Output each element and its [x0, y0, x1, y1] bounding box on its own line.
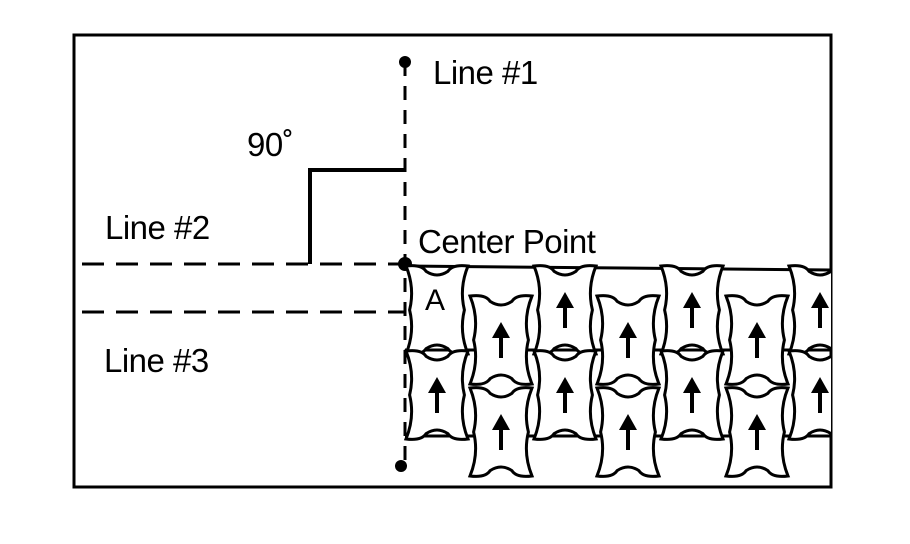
up-arrow-icon: [811, 377, 829, 413]
up-arrow-icon: [492, 414, 510, 450]
right-angle-marker: [308, 168, 405, 264]
up-arrow-icon: [619, 322, 637, 358]
up-arrow-icon: [811, 292, 829, 328]
up-arrow-icon: [683, 292, 701, 328]
up-arrow-icon: [556, 377, 574, 413]
label-line-2: Line #2: [105, 209, 210, 246]
paver-tiles: [403, 264, 831, 478]
up-arrow-icon: [428, 377, 446, 413]
label-line-1: Line #1: [433, 54, 538, 91]
label-line-3: Line #3: [104, 342, 209, 379]
up-arrow-icon: [492, 322, 510, 358]
paver-field-top-edge: [404, 264, 832, 272]
up-arrow-icon: [683, 377, 701, 413]
line-1-bottom-point: [395, 460, 407, 472]
label-center-point: Center Point: [418, 223, 596, 260]
up-arrow-icon: [748, 414, 766, 450]
up-arrow-icon: [556, 292, 574, 328]
label-angle: 90˚: [247, 126, 294, 163]
frame-border: [72, 33, 833, 489]
paver-tile: [786, 349, 831, 441]
line-1-top-point: [399, 56, 411, 68]
up-arrow-icon: [619, 414, 637, 450]
paver-tile: [786, 264, 831, 356]
up-arrow-icon: [748, 322, 766, 358]
tile-a-label: A: [425, 284, 446, 317]
